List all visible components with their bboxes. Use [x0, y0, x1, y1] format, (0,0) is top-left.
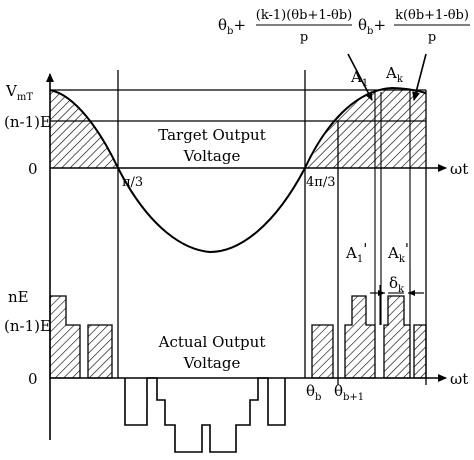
- x-axis-label-top: ωt: [450, 160, 468, 178]
- svg-text:θb+: θb+: [218, 16, 246, 37]
- top-hatch-right-band: [305, 121, 426, 168]
- bottom-pulse-right-3: [383, 295, 411, 379]
- top-hatch-right-upper: [333, 88, 426, 121]
- formula-left-numerator: (k-1)(θb+1-θb): [256, 8, 352, 23]
- bottom-pulse-right-2: [344, 295, 376, 379]
- formula-left: θb+ (k-1)(θb+1-θb) p: [218, 8, 352, 45]
- formula-right-arrow: [412, 53, 427, 101]
- bottom-pulse-right-4: [413, 324, 427, 379]
- top-hatch-left-band: [50, 121, 118, 168]
- area-label-a1-prime: A1': [345, 240, 367, 265]
- x-axis-label-bottom: ωt: [450, 370, 468, 388]
- area-label-ak: Ak: [385, 64, 404, 85]
- formula-left-denominator: p: [300, 30, 308, 45]
- bottom-negative-pulses: [124, 377, 286, 453]
- y-label-n-minus-1-e-bottom: (n-1)E: [4, 317, 51, 335]
- bottom-pulse-right-1: [311, 324, 334, 379]
- tick-label-4pi-3: 4π/3: [306, 175, 335, 190]
- formula-left-arrow: [347, 53, 373, 101]
- actual-title-line1: Actual Output: [158, 333, 266, 351]
- delta-k-label: δk: [389, 274, 405, 295]
- theta-b-label: θb: [306, 382, 321, 403]
- formula-right: θb+ k(θb+1-θb) p: [358, 8, 470, 45]
- formula-right-numerator: k(θb+1-θb): [395, 8, 469, 23]
- formula-right-denominator: p: [428, 30, 436, 45]
- top-hatch-left-upper: [50, 90, 90, 121]
- target-title-line2: Voltage: [183, 147, 241, 165]
- y-label-zero-bottom: 0: [28, 370, 38, 388]
- y-label-vmt: VmT: [5, 82, 33, 103]
- theta-b1-label: θb+1: [334, 382, 364, 403]
- y-label-zero-top: 0: [28, 160, 38, 178]
- area-label-a1: A1: [350, 68, 368, 89]
- actual-title-line2: Voltage: [183, 354, 241, 372]
- bottom-pulse-left-1: [49, 295, 81, 379]
- target-title-line1: Target Output: [158, 126, 266, 144]
- area-label-ak-prime: Ak': [387, 240, 409, 265]
- target-voltage-curve: [49, 86, 427, 254]
- svg-text:θb+: θb+: [358, 16, 386, 37]
- tick-label-pi-3: π/3: [122, 175, 143, 190]
- y-label-n-minus-1-e-top: (n-1)E: [4, 113, 51, 131]
- bottom-pulse-left-2: [87, 324, 113, 379]
- y-label-ne: nE: [8, 288, 29, 306]
